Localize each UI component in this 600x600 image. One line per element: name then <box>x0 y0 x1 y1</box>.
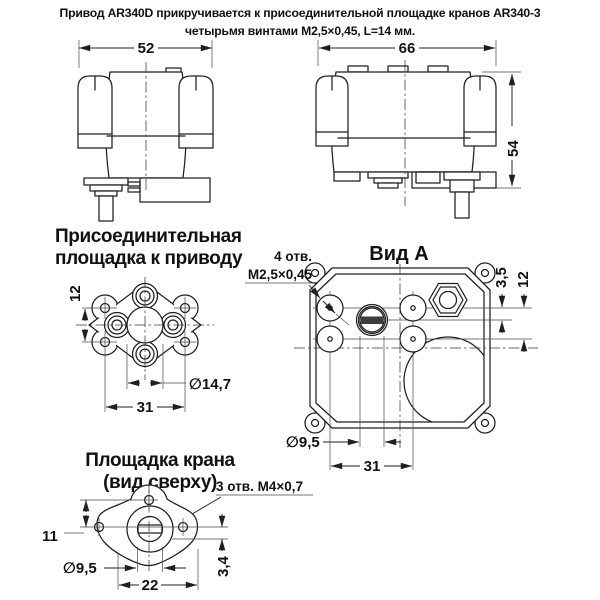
side-cable <box>454 191 470 219</box>
crane-dim-11: 11 <box>42 528 58 545</box>
side-left-flange <box>315 75 349 147</box>
front-left-flange <box>77 75 113 149</box>
crane-boss-inner <box>136 515 164 543</box>
crane-dim-3-4: 3,4 <box>215 555 232 577</box>
crane-plate-note: 3 отв. М4×0,7 <box>216 479 303 494</box>
mounting-dim-dia: ∅14,7 <box>189 376 231 393</box>
view-a-drawing: Вид А 4 отв. <box>245 243 538 475</box>
front-bottom-box <box>139 177 211 203</box>
side-view-drawing: 66 54 <box>315 40 522 219</box>
header-line-1: Привод AR340D прикручивается к присоедин… <box>60 6 541 20</box>
view-a-note-line-2: М2,5×0,45 <box>248 267 313 282</box>
crane-dim-22: 22 <box>142 577 159 594</box>
crane-plate-title-2: (вид сверху) <box>103 472 217 493</box>
crane-plate-drawing: Площадка крана (вид сверху) 3 отв. М4×0,… <box>42 450 313 594</box>
crane-dim-dia: ∅9,5 <box>63 560 97 577</box>
view-a-shaft-slot <box>355 303 389 337</box>
view-a-cable-gland-hex <box>428 282 468 318</box>
mounting-plate-title-2: площадка к приводу <box>55 248 243 269</box>
header-note: Привод AR340D прикручивается к присоедин… <box>60 6 542 38</box>
side-view-width-dim: 66 <box>399 40 416 57</box>
crane-plate-title-1: Площадка крана <box>85 450 235 471</box>
view-a-note-line-1: 4 отв. <box>274 249 312 264</box>
mounting-plate-title-1: Присоединительная <box>55 226 242 247</box>
front-view-drawing: 52 <box>77 40 214 222</box>
side-right-flange <box>463 75 497 147</box>
front-view-width-dim: 52 <box>138 40 155 57</box>
mounting-plate-drawing: Присоединительная площадка к приводу 12 <box>55 226 243 416</box>
front-right-flange <box>178 75 214 149</box>
view-a-dim-3-5: 3,5 <box>493 267 510 288</box>
side-body <box>330 71 476 173</box>
side-view-height-dim: 54 <box>505 140 522 157</box>
view-a-title: Вид А <box>369 243 428 265</box>
front-cable <box>98 195 114 222</box>
mounting-dim-31: 31 <box>137 399 154 416</box>
view-a-dim-dia: ∅9,5 <box>286 434 320 451</box>
view-a-screw-holes <box>316 294 427 353</box>
view-a-dim-31: 31 <box>364 458 381 475</box>
crane-shaft-slot <box>137 524 163 534</box>
header-line-2: четырьмя винтами М2,5×0,45, L=14 мм. <box>185 24 415 38</box>
view-a-gear-housing-circle <box>403 336 484 422</box>
mounting-centerlines <box>76 277 214 380</box>
mounting-dim-12: 12 <box>67 285 84 302</box>
view-a-dim-12: 12 <box>515 271 532 288</box>
